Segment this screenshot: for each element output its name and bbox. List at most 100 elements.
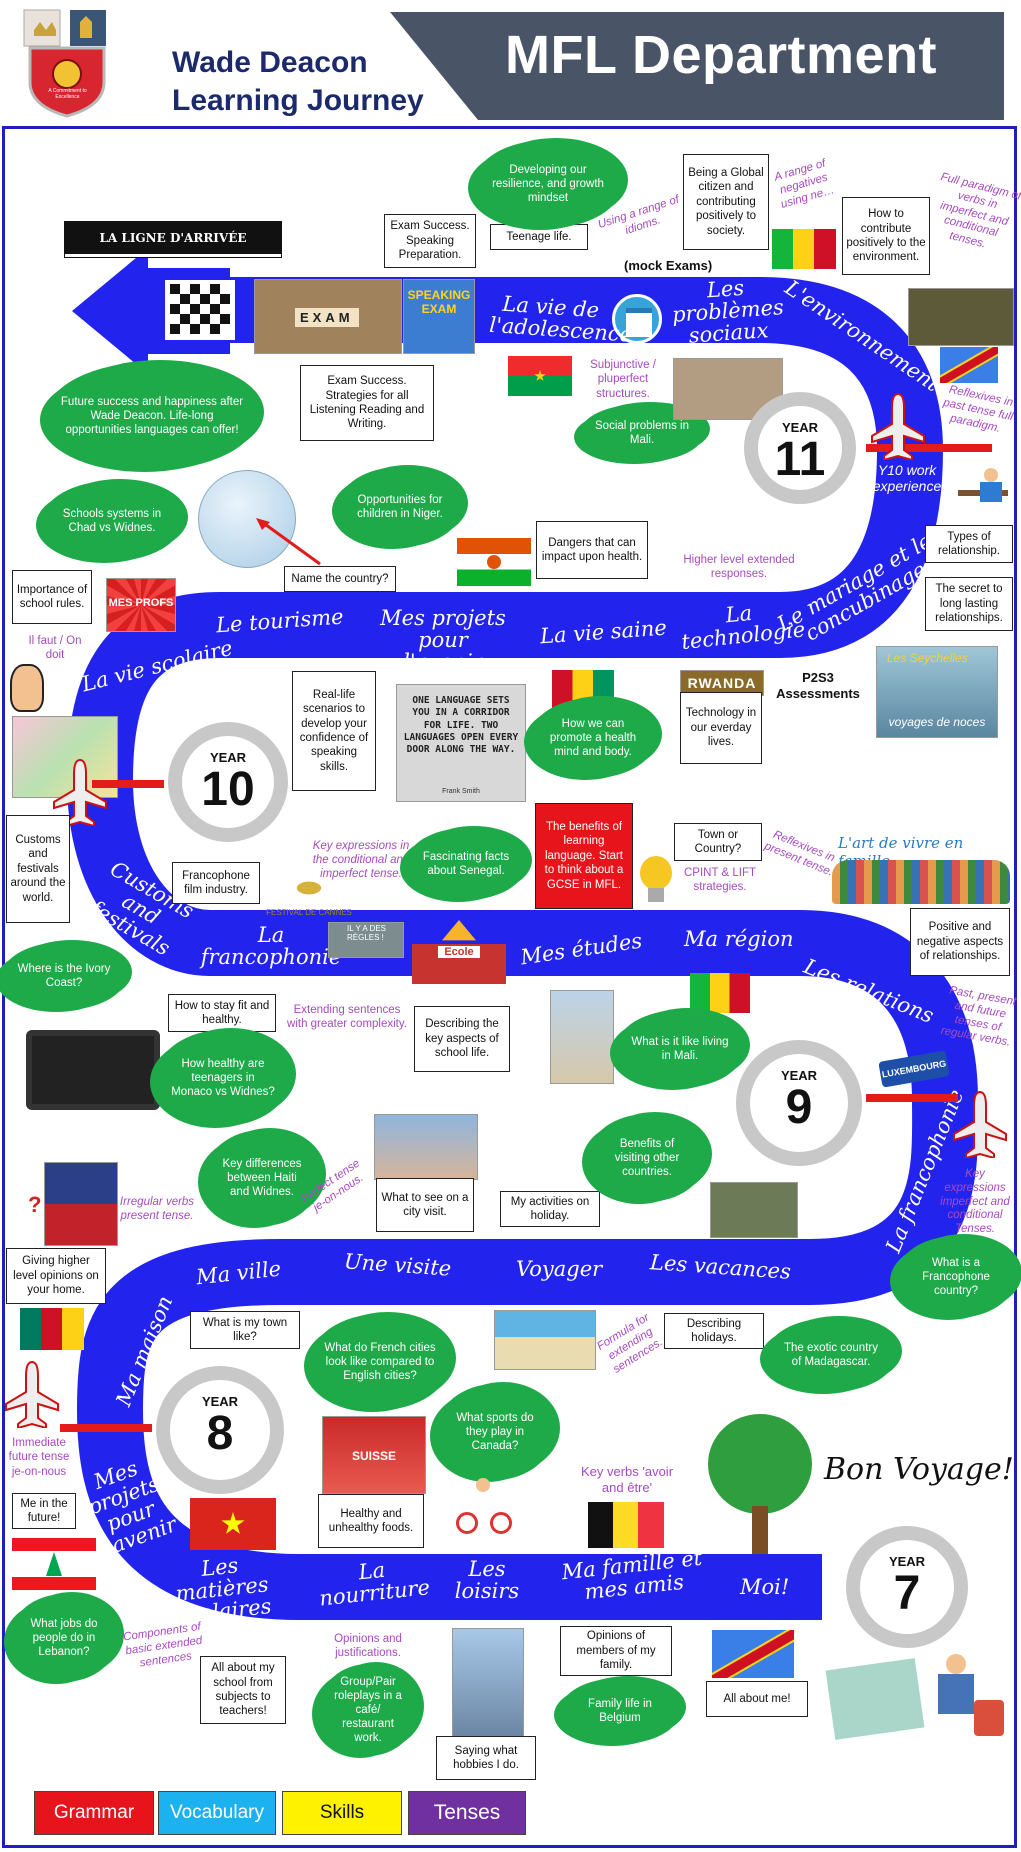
office-illustration: [950, 460, 1016, 516]
year-10-number: 10: [201, 763, 255, 816]
cannes-logo: FESTIVAL DE CANNES: [266, 875, 352, 917]
year-9-number: 9: [785, 1081, 813, 1134]
school-title-line1: Wade Deacon: [172, 46, 368, 79]
topic-les-problemes-sociaux: Les problèmes sociaux: [671, 275, 785, 348]
year-10-start-bar: [92, 780, 164, 788]
finish-line-sign: LA LIGNE D'ARRIVÉE: [64, 221, 282, 258]
topic-la-francophonie-y9: La francophonie: [200, 923, 342, 970]
cloud-niger: Opportunities for children in Niger.: [338, 467, 462, 547]
box-school-life: Describing the key aspects of school lif…: [414, 1006, 510, 1072]
year-8-label: YEAR: [201, 1394, 239, 1409]
year-11-start-bar: [866, 444, 992, 452]
topic-voyager: Voyager: [516, 1257, 603, 1281]
regles-image: IL Y A DES RÈGLES !: [328, 922, 404, 958]
flag-lebanon: [12, 1538, 96, 1590]
globe-arrow: [256, 518, 321, 566]
note-immediate-future: Immediate future tense je-on-nous: [8, 1437, 70, 1478]
box-describing-holidays: Describing holidays.: [664, 1313, 764, 1349]
haiti-person-photo: [44, 1162, 118, 1246]
lemurs-photo: [710, 1182, 798, 1238]
box-global-citizen: Being a Global citizen and contributing …: [683, 154, 769, 250]
flag-cameroon: [20, 1308, 84, 1350]
cyclist-illustration: [452, 1472, 518, 1538]
cloud-health-mind: How we can promote a health mind and bod…: [530, 698, 656, 778]
exam-tiles-text: EXAM: [295, 308, 359, 327]
year-11-number: 11: [774, 433, 826, 486]
box-environment: How to contribute positively to the envi…: [842, 197, 930, 275]
rwanda-text: RWANDA: [687, 675, 757, 691]
cloud-resilience: Developing our resilience, and growth mi…: [474, 140, 622, 228]
exam-tiles-image: EXAM: [254, 279, 402, 354]
flag-niger: [457, 538, 531, 586]
airplane-icon-y11: [871, 392, 925, 460]
note-higher-level: Higher level extended responses.: [683, 554, 795, 581]
cloud-lebanon: What jobs do people do in Lebanon?: [10, 1594, 118, 1682]
cloud-mali-living: What is it like living in Mali.: [616, 1010, 744, 1088]
senegal-building-photo: [550, 990, 614, 1084]
year-9-marker: YEAR 9: [736, 1040, 862, 1166]
topic-y10-work-experience: Y10 work experience: [872, 462, 942, 495]
note-key-expressions-y8: Key expressions imperfect and conditiona…: [940, 1168, 1010, 1236]
box-me-future: Me in the future!: [12, 1493, 76, 1529]
cloud-monaco: How healthy are teenagers in Monaco vs W…: [156, 1030, 290, 1126]
bon-voyage-text: Bon Voyage!: [824, 1452, 1014, 1487]
year-9-label: YEAR: [780, 1068, 818, 1083]
year-7-marker: YEAR 7: [846, 1526, 968, 1648]
cloud-future-success: Future success and happiness after Wade …: [46, 362, 258, 470]
travel-illustration: [825, 1644, 1016, 1740]
rwanda-image: RWANDA: [680, 670, 764, 696]
box-city-visit: What to see on a city visit.: [376, 1178, 474, 1232]
toronto-photo: [452, 1628, 524, 1738]
year-7-label: YEAR: [888, 1554, 926, 1569]
box-secret-relationships: The secret to long lasting relationships…: [925, 577, 1013, 631]
ecole-text: Ecole: [438, 946, 480, 958]
box-my-town: What is my town like?: [190, 1311, 300, 1349]
flag-drc: [940, 347, 998, 383]
school-title-line2: Learning Journey: [172, 84, 424, 117]
cloud-french-cities: What do French cities look like compared…: [310, 1314, 450, 1410]
art-de-vivre-image: L'art de vivre en famille: [828, 834, 1014, 908]
header: A Commitment to Excellence Wade Deacon L…: [0, 0, 1021, 122]
suisse-photo: SUISSE: [322, 1416, 426, 1494]
suisse-text: SUISSE: [351, 1449, 396, 1463]
speaking-exam-text: SPEAKING EXAM: [407, 288, 471, 317]
note-opinions-just: Opinions and justifications.: [334, 1633, 402, 1660]
cloud-canada: What sports do they play in Canada?: [436, 1384, 554, 1480]
assessment-mock-exams: (mock Exams): [624, 258, 713, 273]
airplane-icon-y10: [53, 758, 107, 826]
box-teenage-life: Teenage life.: [490, 224, 588, 250]
cannes-text: FESTIVAL DE CANNES: [266, 908, 352, 917]
box-name-country: Name the country?: [284, 566, 396, 592]
legend-grammar: Grammar: [34, 1791, 154, 1835]
flag-vietnam: [190, 1498, 276, 1550]
quote-author: Frank Smith: [442, 788, 480, 795]
box-real-life: Real-life scenarios to develop your conf…: [292, 671, 376, 791]
year-11-marker: YEAR 11: [744, 392, 856, 504]
voyages-text: voyages de noces: [888, 715, 986, 729]
speaking-exam-image: SPEAKING EXAM: [403, 279, 475, 354]
assessment-p2s3: P2S3 Assessments: [776, 670, 860, 701]
note-extending: Extending sentences with greater complex…: [287, 1004, 407, 1030]
year-11-label: YEAR: [781, 420, 819, 435]
cloud-chad: Schools systems in Chad vs Widnes.: [42, 481, 182, 561]
note-subjunctive: Subjunctive / pluperfect structures.: [590, 359, 656, 400]
year-8-marker: YEAR 8: [156, 1366, 284, 1494]
box-school-rules: Importance of school rules.: [12, 570, 92, 624]
racing-tablet-image: [26, 1030, 160, 1110]
legend-vocabulary: Vocabulary: [158, 1791, 276, 1835]
year-10-marker: YEAR 10: [168, 722, 288, 842]
seychelles-text: Les Seychelles: [887, 651, 968, 665]
regles-text: IL Y A DES RÈGLES !: [347, 924, 386, 942]
mes-profs-text: MES PROFS: [108, 597, 174, 609]
cloud-belgium: Family life in Belgium: [560, 1678, 680, 1744]
airplane-icon-y8: [5, 1360, 59, 1428]
crest-motto: A Commitment to Excellence: [48, 88, 87, 100]
cloud-madagascar: The exotic country of Madagascar.: [766, 1318, 896, 1392]
year-8-start-bar: [60, 1424, 152, 1432]
lightbulb-icon: [636, 854, 676, 910]
note-il-faut: Il faut / On doit: [28, 635, 82, 662]
airplane-icon-y9: [953, 1090, 1007, 1158]
box-opinions-family: Opinions of members of my family.: [560, 1626, 672, 1676]
